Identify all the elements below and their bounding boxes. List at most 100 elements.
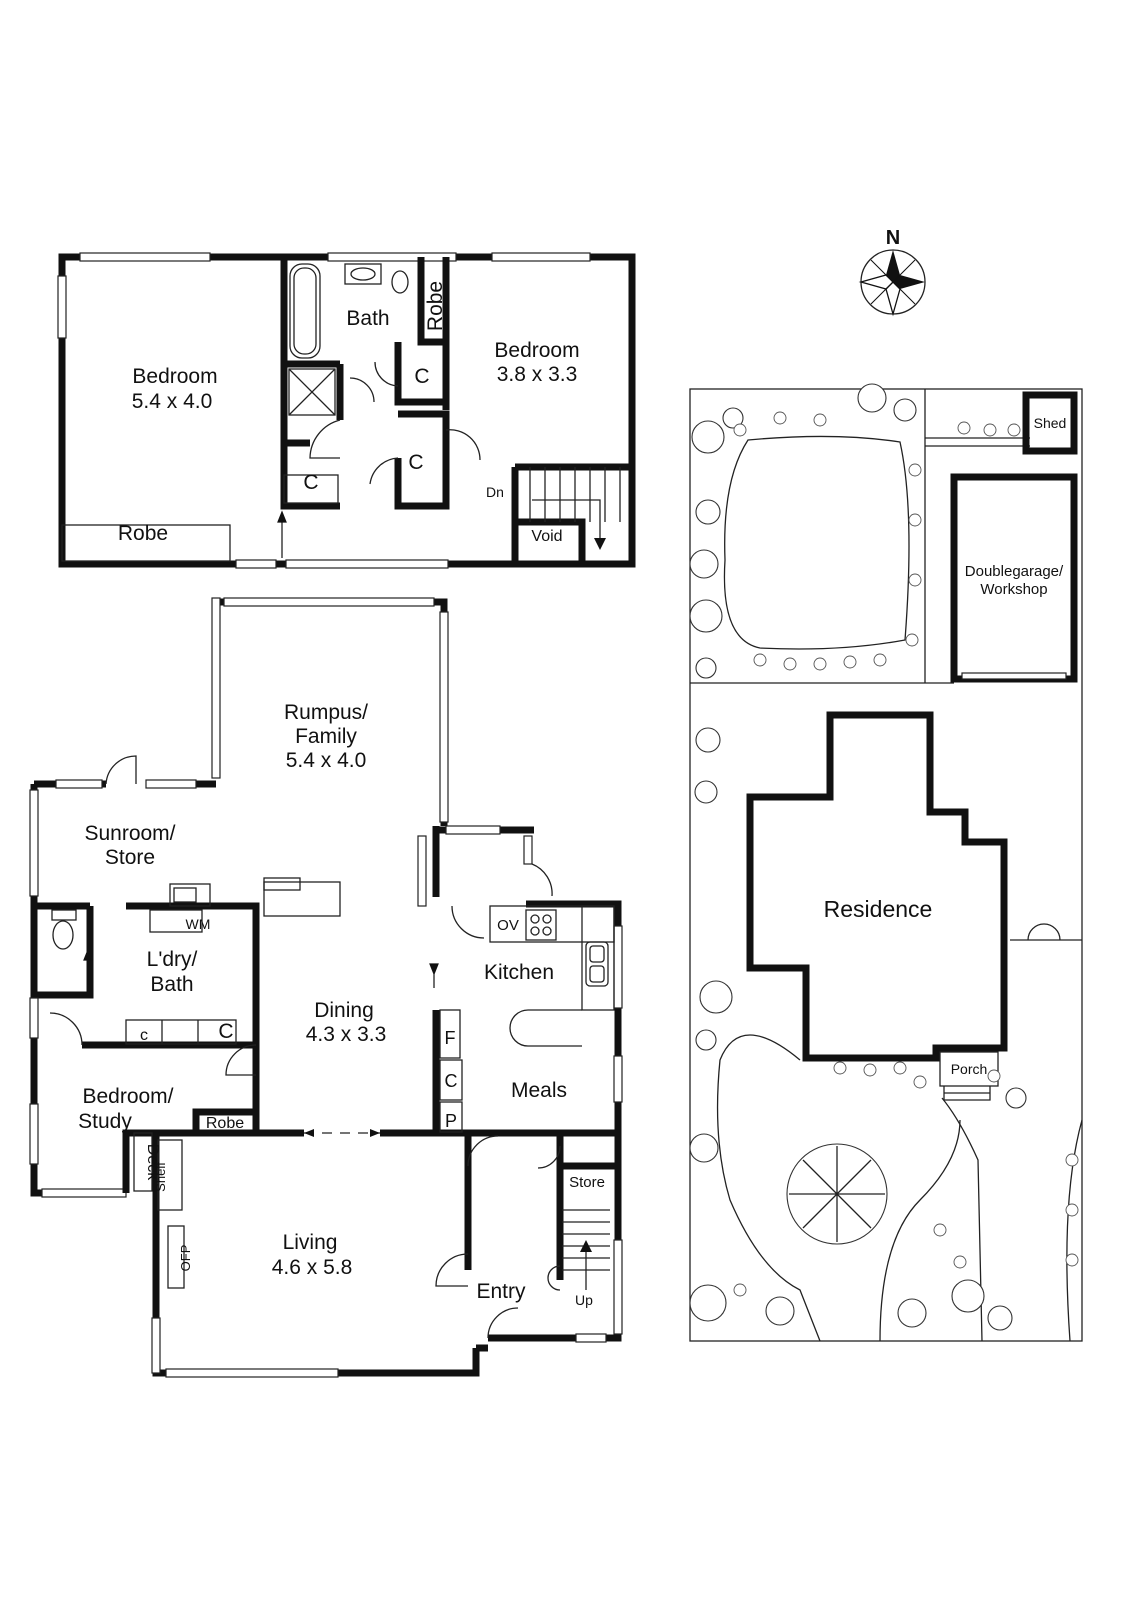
garage-line1: Doublegarage/ (965, 563, 1064, 580)
fireplace-label: OFP (178, 1245, 193, 1272)
bedroom1-name: Bedroom (132, 365, 217, 388)
door-swing-dining (225, 1044, 257, 1076)
kitchen-window-north (445, 825, 501, 835)
dining-size: 4.3 x 3.3 (306, 1023, 387, 1046)
closet-c1-label: C (414, 365, 429, 388)
shelf-box (157, 1139, 183, 1211)
garden-bed-edge-middle (879, 1119, 961, 1342)
wc-walls (34, 906, 94, 999)
store-label: Store (569, 1174, 605, 1191)
washing-machine-label: WM (186, 916, 211, 932)
compass: N (858, 227, 926, 317)
closet-c2-label: C (408, 451, 423, 474)
study-window-west (29, 1103, 39, 1165)
door-swing-kitchen-west (451, 905, 485, 939)
entry-door-gap (476, 1334, 518, 1352)
wm-box (149, 909, 203, 933)
pantry-c-box (439, 1059, 463, 1101)
upper-stairs (529, 467, 621, 550)
shed-box (1022, 391, 1078, 455)
path-to-shed (925, 437, 1030, 447)
bedroom2-size: 3.8 x 3.3 (497, 363, 578, 386)
study-window-south (41, 1188, 127, 1198)
upper-window-1 (79, 252, 211, 262)
garage-door (961, 672, 1067, 680)
rumpus-bench-top (263, 877, 301, 891)
garage-line2: Workshop (980, 581, 1047, 598)
robe-study (192, 1108, 256, 1133)
deck-label: Deck (144, 1144, 161, 1181)
robe-wall (417, 257, 446, 346)
shower-cross (288, 368, 336, 416)
robe-left-box (61, 524, 231, 562)
store-walls (556, 1133, 618, 1280)
shelf-label: Shelf (153, 1162, 168, 1192)
compass-east-arrow-icon (893, 275, 925, 289)
entry-window-east (613, 1239, 623, 1335)
study-line1: Bedroom/ (82, 1085, 173, 1108)
study-line2: Study (78, 1110, 132, 1133)
door-swing-entry (487, 1307, 519, 1339)
dining-name: Dining (314, 999, 374, 1022)
pantry-c-label: C (445, 1071, 458, 1091)
stairs-up-label: Up (575, 1292, 593, 1308)
ground-stairs (547, 1209, 610, 1291)
laundry-cupboards (125, 1019, 237, 1045)
living-name: Living (283, 1231, 338, 1254)
living-size: 4.6 x 5.8 (272, 1256, 353, 1279)
sunroom-window-west (29, 789, 39, 897)
basin-icon (344, 263, 382, 285)
fridge-box (439, 1009, 461, 1059)
rumpus-bench (263, 881, 341, 917)
door-swing-hall (309, 419, 341, 459)
site-boundary (689, 388, 1083, 1342)
basin-bowl (350, 267, 376, 281)
door-swing-bath (349, 377, 375, 403)
sunroom-line2: Store (105, 846, 155, 869)
laundry-sink-bowl (173, 887, 197, 903)
void-label: Void (531, 528, 562, 545)
wc-arrow-icon (83, 948, 93, 985)
upper-window-4 (235, 559, 277, 569)
laundry-window (29, 997, 39, 1039)
laundry-c-label: C (218, 1020, 233, 1043)
kitchen-arrow-icon (429, 963, 439, 988)
robe-right-label: Robe (424, 281, 447, 331)
kitchen-label: Kitchen (484, 961, 554, 984)
sunroom-line1: Sunroom/ (84, 822, 175, 845)
entry-walls (468, 1129, 622, 1342)
kitchen-island (509, 1009, 582, 1047)
door-swing-meals (467, 1135, 499, 1167)
rumpus-size: 5.4 x 4.0 (286, 749, 367, 772)
shower-icon (288, 368, 336, 416)
site-plan: Shed Doublegarage/ Workshop Residence Po… (689, 383, 1083, 1342)
door-swing-living (435, 1253, 469, 1287)
front-path (941, 1097, 983, 1342)
garden-bed-edge-left (716, 1034, 821, 1342)
porch-box (939, 1051, 999, 1087)
residence-label: Residence (824, 896, 933, 922)
door-swing-study (49, 1012, 83, 1046)
deck-box (133, 1132, 153, 1192)
garden-bed-edge-right (1066, 1119, 1083, 1342)
laundry-c-small-label: c (140, 1027, 148, 1044)
laundry-line1: L'dry/ (147, 948, 198, 971)
laundry-cupboard-dividers (161, 1020, 199, 1044)
side-gate (1010, 923, 1082, 941)
compass-north-label: N (886, 227, 900, 249)
pantry-p-box (439, 1101, 463, 1133)
stairs-up-arrow-icon (580, 1240, 592, 1252)
void-box (515, 518, 586, 564)
living-north-wall (122, 1129, 468, 1193)
meals-label: Meals (511, 1079, 567, 1102)
stair-down-arrow-icon (594, 538, 606, 550)
fireplace-box (167, 1225, 185, 1289)
entry-label: Entry (476, 1280, 526, 1303)
kitchen-window-east (613, 925, 623, 1009)
closet-c3-label: C (303, 471, 318, 494)
sunroom-window-north-2 (145, 779, 197, 789)
door-swing-store (537, 1145, 561, 1169)
door-swing-sunroom (105, 755, 137, 785)
rear-lawn (723, 435, 910, 650)
kitchen-window-ne (523, 835, 533, 865)
